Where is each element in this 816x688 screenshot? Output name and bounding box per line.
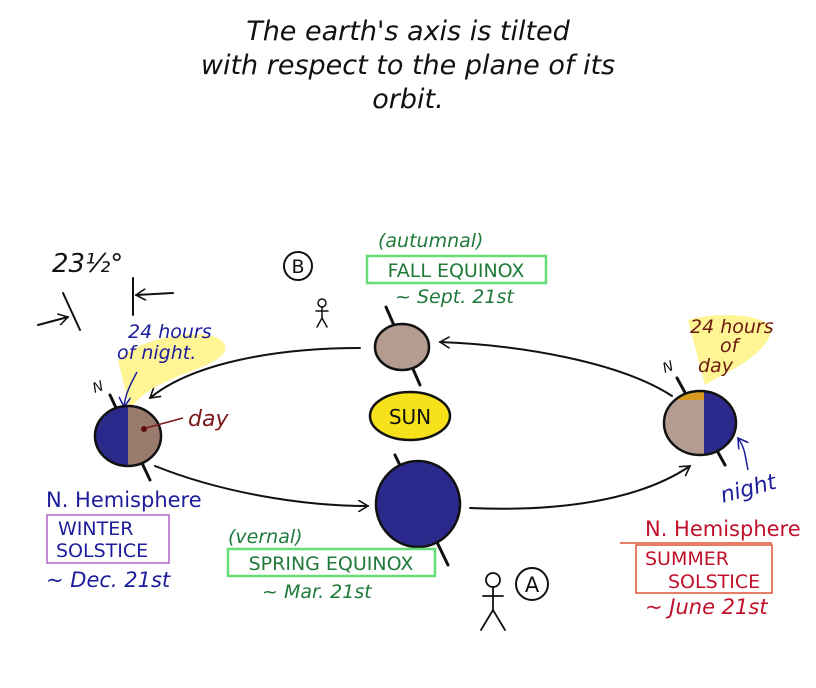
- title-line-3: orbit.: [372, 84, 443, 115]
- summer-label-box: [635, 544, 773, 594]
- winter-label-box: [46, 514, 170, 564]
- orbit-path: [150, 342, 690, 509]
- summer-north-label: N: [661, 358, 677, 377]
- stick-figure-b: [315, 298, 329, 328]
- observer-a-circle: [515, 567, 549, 601]
- winter-hemisphere: N. Hemisphere: [46, 488, 202, 512]
- winter-note-line-1: 24 hours: [128, 321, 212, 343]
- fall-name: FALL EQUINOX: [388, 260, 525, 282]
- summer-earth: [664, 391, 736, 455]
- winter-day-label: day: [188, 407, 229, 432]
- summer-highlight: [688, 315, 772, 385]
- summer-night-arrow: [738, 438, 749, 471]
- winter-highlight: [118, 333, 226, 410]
- winter-north-label: N: [91, 378, 107, 397]
- summer-date: ~ June 21st: [645, 595, 768, 619]
- summer-note-line-3: day: [698, 355, 734, 377]
- observer-a-label: A: [525, 573, 540, 597]
- title-line-1: The earth's axis is tilted: [246, 16, 570, 47]
- winter-note-arrow: [124, 371, 138, 407]
- spring-qualifier: (vernal): [228, 526, 303, 548]
- summer-name-line-1: SUMMER: [645, 548, 729, 570]
- spring-label-box: [226, 547, 437, 578]
- observer-b-circle: [283, 251, 313, 281]
- winter-note-line-2: of night.: [117, 342, 196, 364]
- fall-earth: [373, 322, 431, 372]
- spring-date: ~ Mar. 21st: [262, 581, 373, 603]
- spring-name: SPRING EQUINOX: [249, 553, 414, 575]
- summer-name-line-2: SOLSTICE: [668, 571, 760, 593]
- fall-qualifier: (autumnal): [378, 230, 483, 252]
- winter-earth: [95, 406, 161, 466]
- tilt-angle-arrows: [37, 277, 174, 331]
- title-line-2: with respect to the plane of its: [201, 50, 615, 81]
- winter-name-line-1: WINTER: [58, 518, 133, 540]
- sun-label: SUN: [389, 405, 431, 429]
- tilt-angle-label: 23½°: [52, 249, 123, 279]
- winter-date: ~ Dec. 21st: [46, 568, 171, 592]
- stick-figure-a: [480, 572, 506, 631]
- summer-note-line-1: 24 hours: [690, 316, 774, 338]
- sun: [368, 390, 452, 442]
- fall-date: ~ Sept. 21st: [395, 286, 515, 308]
- spring-earth: [374, 459, 462, 549]
- winter-name-line-2: SOLSTICE: [56, 540, 148, 562]
- summer-hemisphere: N. Hemisphere: [645, 517, 801, 541]
- fall-label-box: [365, 254, 548, 285]
- summer-night-label: night: [718, 470, 780, 509]
- summer-note-line-2: of: [720, 335, 742, 357]
- observer-b-label: B: [291, 256, 304, 278]
